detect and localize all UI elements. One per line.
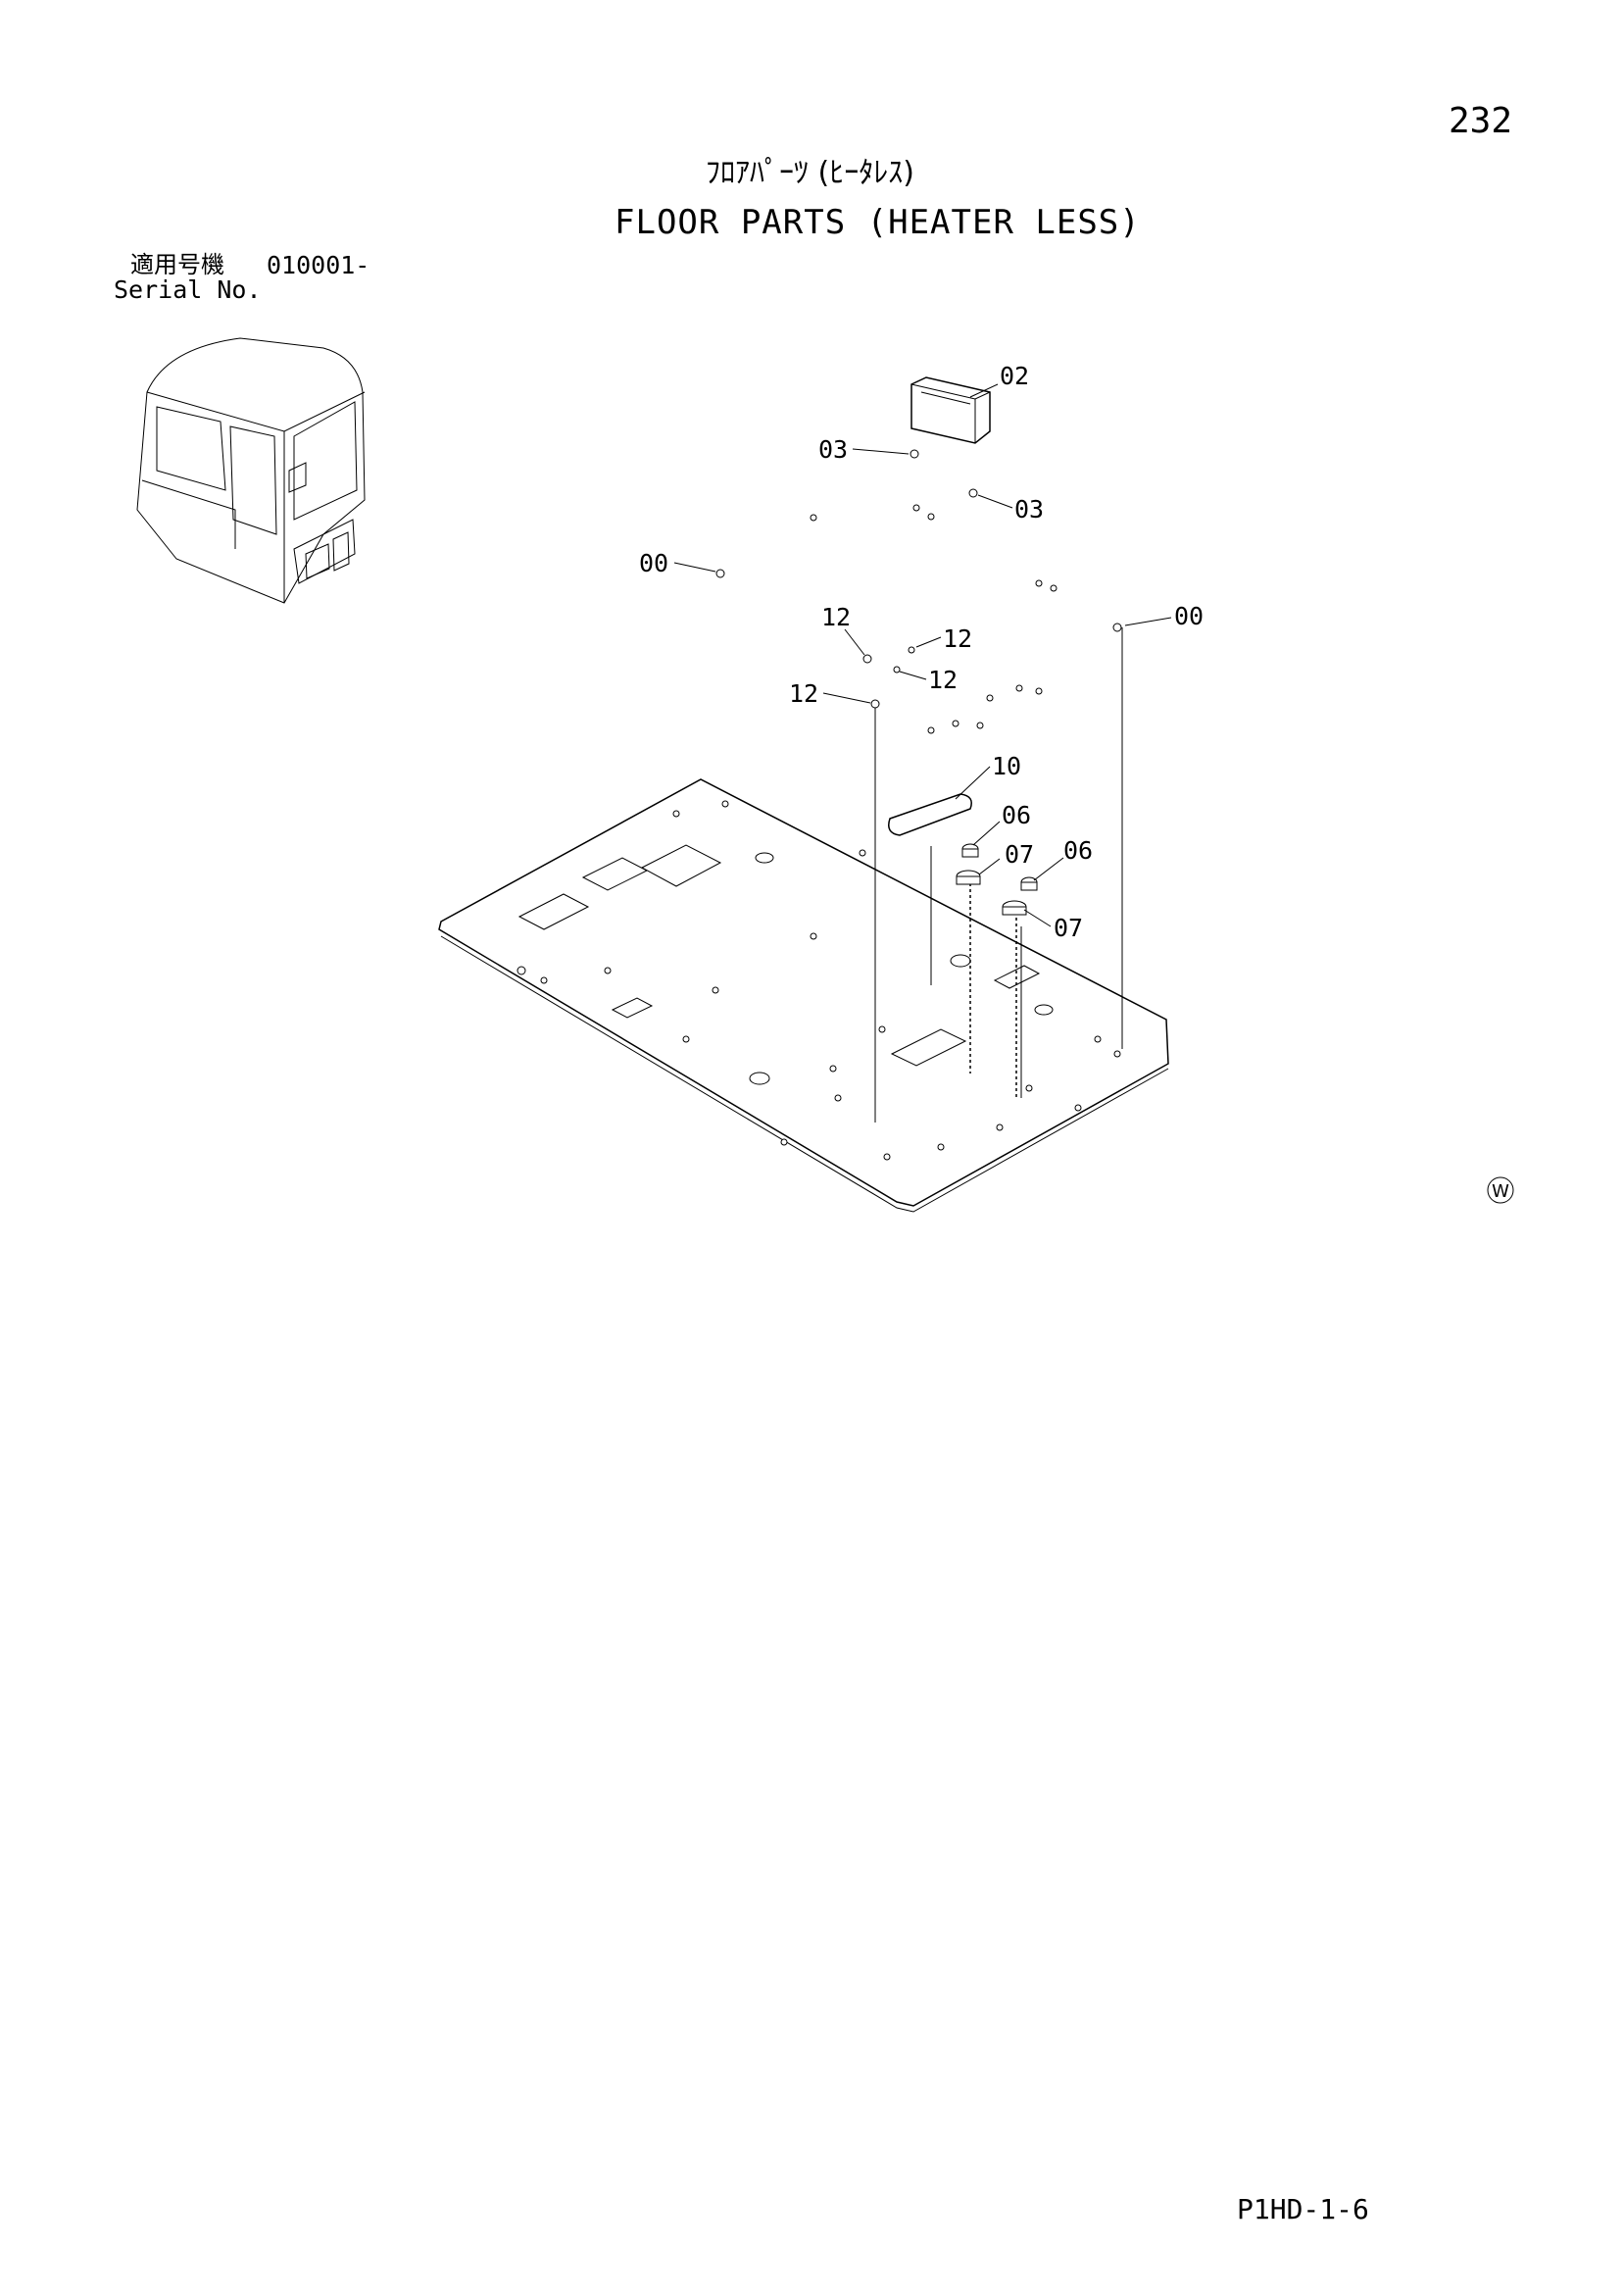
callout-03: 03 xyxy=(818,435,848,464)
callout-06: 06 xyxy=(1002,801,1031,829)
circled-w-marker: W xyxy=(1487,1176,1514,1204)
callout-leaders xyxy=(673,383,1172,927)
callout-12: 12 xyxy=(928,666,958,694)
assembly-lines xyxy=(874,627,1123,1123)
page-number: 232 xyxy=(1449,101,1513,141)
storage-box-part xyxy=(910,376,991,444)
floor-plate xyxy=(438,778,1169,1213)
serial-label-japanese: 適用号機 xyxy=(130,251,224,278)
callout-07: 07 xyxy=(1005,840,1034,869)
callout-labels: 02 03 03 00 00 12 12 12 12 10 06 07 06 0… xyxy=(639,362,1204,942)
callout-02: 02 xyxy=(1000,362,1029,390)
serial-range: 010001- xyxy=(267,251,370,279)
mat-and-caps xyxy=(888,793,1038,916)
callout-00: 00 xyxy=(639,549,668,577)
cab-keymap-illustration xyxy=(136,337,366,604)
fasteners xyxy=(715,449,1122,734)
callout-07: 07 xyxy=(1054,914,1083,942)
marker-letter: W xyxy=(1492,1181,1509,1202)
page-title-japanese: ﾌﾛｱﾊﾟｰﾂ (ﾋｰﾀﾚｽ) xyxy=(706,156,914,190)
callout-03: 03 xyxy=(1014,495,1044,524)
callout-06: 06 xyxy=(1063,836,1093,865)
page-title: FLOOR PARTS (HEATER LESS) xyxy=(615,203,1141,242)
document-code: P1HD-1-6 xyxy=(1237,2193,1369,2225)
callout-00: 00 xyxy=(1174,602,1204,630)
serial-label: Serial No. xyxy=(114,275,262,304)
callout-12: 12 xyxy=(821,603,851,631)
callout-10: 10 xyxy=(992,752,1021,780)
callout-12: 12 xyxy=(943,624,972,653)
callout-12: 12 xyxy=(789,679,818,708)
